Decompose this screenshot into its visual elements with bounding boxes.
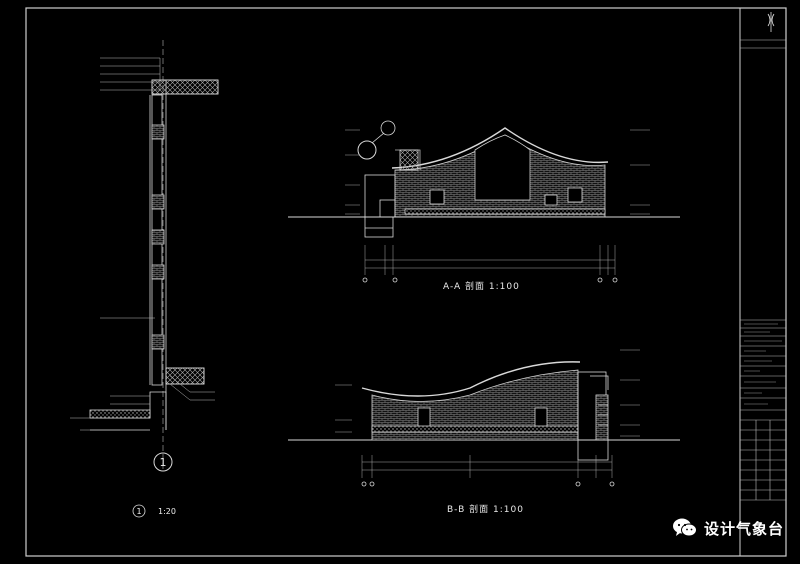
sheet-border [25, 7, 787, 557]
wall-detail [70, 40, 219, 472]
section-b-b-title: B-B 剖面 1:100 [447, 503, 524, 515]
wechat-icon [672, 518, 697, 537]
title-block [740, 12, 786, 501]
section-a-a [288, 120, 680, 283]
detail-scale-label: 1 1:20 [132, 504, 176, 518]
section-a-a-title: A-A 剖面 1:100 [443, 280, 520, 292]
section-b-b [288, 349, 680, 487]
detail-scale: 1:20 [158, 507, 176, 516]
watermark: 设计气象台 [672, 515, 784, 541]
detail-marker: 1 [160, 456, 167, 469]
watermark-text: 设计气象台 [703, 519, 784, 538]
detail-scale-marker: 1 [136, 507, 141, 516]
